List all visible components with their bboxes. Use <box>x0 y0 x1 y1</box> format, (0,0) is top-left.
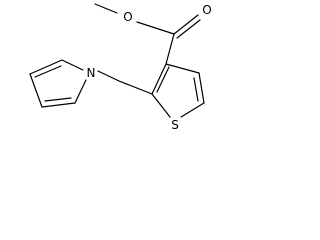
pyrrole-bond-c3-c4 <box>29 73 43 108</box>
thiophene-sulfur-label: S <box>171 118 179 132</box>
chemical-structure-diagram: O O S N <box>29 3 212 132</box>
carbonyl-oxygen-label: O <box>202 3 211 17</box>
ester-oxygen-label: O <box>123 10 132 24</box>
pyrrole-bond-c2-c3 <box>29 59 63 75</box>
thiophene-bond-c2-c3 <box>151 63 167 95</box>
ester-bond-o-methyl <box>94 3 118 14</box>
thiophene-bond-c2-c3-inner <box>156 66 170 93</box>
thiophene-bond-c5-s <box>180 102 205 118</box>
thiophene-bond-s-c2 <box>151 93 171 118</box>
pyrrole-bond-c4-c5-inner <box>44 97 72 102</box>
pyrrole-bond-n-c2 <box>61 59 84 71</box>
bridge-bond-ch2-n <box>97 70 120 82</box>
carbonyl-double-bond-a <box>173 14 199 35</box>
thiophene-bond-c4-c5-inner <box>193 77 199 102</box>
pyrrole-bond-c2-c3-inner <box>34 65 62 78</box>
ester-bond-c3-carbonyl <box>165 33 175 65</box>
thiophene-bond-c3-c4 <box>165 63 200 74</box>
pyrrole-nitrogen-label: N <box>87 66 96 80</box>
carbonyl-double-bond-b <box>176 19 201 39</box>
pyrrole-bond-c4-c5 <box>41 102 76 108</box>
pyrrole-bond-c5-n <box>74 79 87 104</box>
ester-bond-carbonyl-o <box>136 21 175 35</box>
bridge-bond-c2-ch2 <box>118 80 153 95</box>
thiophene-bond-c4-c5 <box>198 72 205 104</box>
